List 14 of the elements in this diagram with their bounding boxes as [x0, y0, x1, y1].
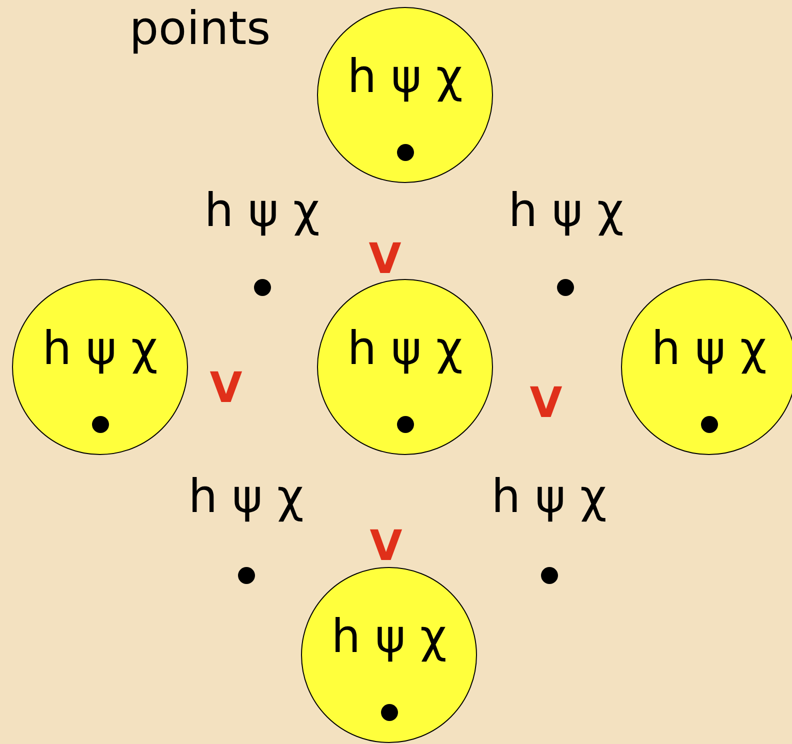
node-label: h ψ χ — [650, 322, 768, 374]
v-mark-label: V — [370, 523, 402, 569]
node-label: h ψ χ — [346, 322, 464, 374]
node-label: h ψ χ — [346, 50, 464, 102]
v-mark-label: V — [530, 380, 562, 426]
heading-text: points — [129, 2, 271, 54]
node-label: h ψ χ — [41, 322, 159, 374]
point-label: h ψ χ — [188, 470, 304, 522]
v-mark-label: V — [210, 365, 242, 411]
point-label: h ψ χ — [508, 184, 624, 236]
node-label: h ψ χ — [330, 610, 448, 662]
v-mark-label: V — [368, 236, 402, 282]
point-label: h ψ χ — [204, 184, 320, 236]
point-label: h ψ χ — [491, 470, 607, 522]
